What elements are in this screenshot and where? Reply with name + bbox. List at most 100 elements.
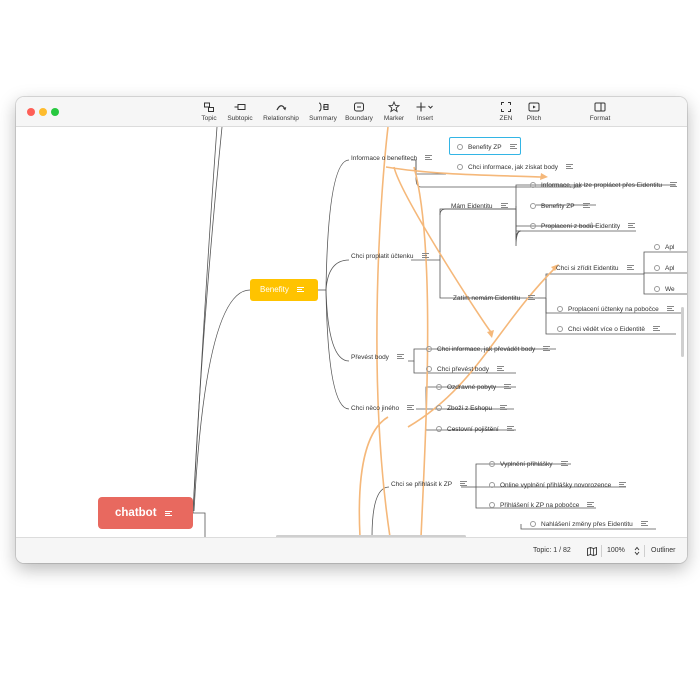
central-topic[interactable]: chatbot	[98, 497, 193, 529]
format-button[interactable]: Format	[588, 101, 612, 125]
collapse-dot-icon	[457, 144, 463, 150]
topic-ozdravne[interactable]: Ozdravné pobyty	[436, 383, 512, 392]
note-icon	[509, 144, 517, 149]
topic-label: Cestovní pojištění	[447, 426, 499, 433]
zoom-stepper-icon[interactable]	[634, 546, 640, 556]
note-icon	[407, 405, 415, 410]
collapse-dot-icon	[530, 521, 536, 527]
collapse-dot-icon	[530, 203, 536, 209]
note-icon	[460, 481, 468, 486]
note-icon	[506, 426, 514, 431]
note-icon	[421, 253, 429, 258]
note-icon	[560, 461, 568, 466]
topic-label: Benefity	[260, 285, 289, 294]
note-icon	[543, 346, 551, 351]
topic-label: Chci informace, jak získat body	[468, 164, 558, 171]
horizontal-scrollbar[interactable]	[276, 535, 466, 537]
zoom-level[interactable]: 100%	[607, 547, 625, 554]
topic-nahlaseni[interactable]: Nahlášení změny přes Eidentitu	[530, 520, 648, 529]
relationship-label: Relationship	[263, 115, 299, 122]
topic-benefity-zp[interactable]: Benefity ZP	[457, 143, 517, 152]
topic-prihlaseni-zp[interactable]: Přihlášení k ZP na pobočce	[489, 501, 595, 510]
boundary-icon	[354, 102, 364, 112]
topic-proplaceni-pobocce[interactable]: Proplacení účtenky na pobočce	[557, 305, 674, 314]
topic-label: Chci informace, jak převádět body	[437, 346, 536, 353]
note-icon	[619, 482, 627, 487]
topic-prevest-body[interactable]: Převést body	[351, 353, 404, 362]
minimize-window-button[interactable]	[39, 108, 47, 116]
collapse-dot-icon	[489, 461, 495, 467]
collapse-dot-icon	[530, 223, 536, 229]
subtopic-button[interactable]: Subtopic	[224, 101, 256, 125]
topic-online[interactable]: Online vyplnění přihlášky novorozence	[489, 481, 627, 490]
topic-informace[interactable]: Informace o benefitech	[351, 154, 433, 163]
collapse-dot-icon	[489, 482, 495, 488]
note-icon	[164, 511, 172, 516]
topic-cestovni[interactable]: Cestovní pojištění	[436, 425, 514, 434]
topic-zbozi[interactable]: Zboží z Eshopu	[436, 404, 508, 413]
summary-button[interactable]: Summary	[307, 101, 339, 125]
topic-label: Proplacení účtenky na pobočce	[568, 306, 659, 313]
format-label: Format	[589, 115, 611, 122]
topic-zatim-nemam[interactable]: Zatím nemám Eidentitu	[453, 294, 536, 303]
status-bar: Topic: 1 / 82 100% Outliner	[16, 537, 687, 563]
topic-label: Apl	[665, 265, 675, 272]
topic-label: Chci převést body	[437, 366, 490, 373]
toolbar: Topic Subtopic Relationship Summary	[16, 97, 687, 127]
topic-mam-eidentitu[interactable]: Mám Eidentitu	[451, 202, 508, 211]
topic-button[interactable]: Topic	[200, 101, 218, 125]
collapse-dot-icon	[654, 286, 660, 292]
topic-proplaceni-bodu[interactable]: Proplacení z bodů Eidentity	[530, 222, 636, 231]
pitch-button[interactable]: Pitch	[523, 101, 545, 125]
topic-label: Zatím nemám Eidentitu	[453, 295, 521, 302]
topic-label: Chci vědět více o Eidentitě	[568, 326, 645, 333]
note-icon	[500, 203, 508, 208]
insert-button[interactable]: Insert	[413, 101, 437, 125]
topic-label: Zboží z Eshopu	[447, 405, 493, 412]
note-icon	[666, 306, 674, 311]
topic-informace-proplacet[interactable]: Informace, jak lze proplácet přes Eident…	[530, 181, 678, 190]
central-topic-label: chatbot	[115, 507, 157, 519]
topic-vyplneni[interactable]: Vyplnění přihlášky	[489, 460, 568, 469]
topic-chci-informace-prevadet[interactable]: Chci informace, jak převádět body	[426, 345, 551, 354]
topic-label: Benefity ZP	[468, 144, 502, 151]
topic-we[interactable]: We	[654, 285, 675, 294]
topic-label: Online vyplnění přihlášky novorozence	[500, 482, 612, 489]
zen-button[interactable]: ZEN	[496, 101, 516, 125]
topic-apl-2[interactable]: Apl	[654, 264, 674, 273]
boundary-label: Boundary	[345, 115, 373, 122]
topic-chci-neco-jineho[interactable]: Chci něco jiného	[351, 404, 415, 413]
marker-button[interactable]: Marker	[380, 101, 408, 125]
collapse-dot-icon	[436, 426, 442, 432]
topic-label: Nahlášení změny přes Eidentitu	[541, 521, 633, 528]
note-icon	[626, 265, 634, 270]
collapse-dot-icon	[557, 306, 563, 312]
zen-icon	[501, 102, 511, 112]
topic-label: Chci něco jiného	[351, 405, 400, 412]
topic-chci-proplatit[interactable]: Chci proplatit účtenku	[351, 252, 429, 261]
boundary-button[interactable]: Boundary	[343, 101, 375, 125]
topic-chci-prevest[interactable]: Chci převést body	[426, 365, 505, 374]
topic-apl-1[interactable]: Apl	[654, 243, 674, 252]
relationship-button[interactable]: Relationship	[260, 101, 302, 125]
topic-benefity[interactable]: Benefity	[250, 279, 318, 301]
collapse-dot-icon	[436, 384, 442, 390]
connector-lines	[192, 127, 687, 537]
map-icon[interactable]	[587, 547, 597, 556]
note-icon	[640, 521, 648, 526]
collapse-dot-icon	[654, 265, 660, 271]
note-icon	[396, 354, 404, 359]
topic-label: Mám Eidentitu	[451, 203, 493, 210]
close-window-button[interactable]	[27, 108, 35, 116]
outliner-button[interactable]: Outliner	[651, 547, 676, 554]
topic-chci-informace-jak[interactable]: Chci informace, jak získat body	[457, 163, 573, 172]
vertical-scrollbar[interactable]	[681, 307, 684, 357]
topic-counter: Topic: 1 / 82	[533, 547, 571, 554]
topic-chci-zridit[interactable]: Chci si zřídit Eidentitu	[556, 264, 634, 273]
topic-chci-vedet[interactable]: Chci vědět více o Eidentitě	[557, 325, 660, 334]
zoom-window-button[interactable]	[51, 108, 59, 116]
topic-benefity-zp-2[interactable]: Benefity ZP	[530, 202, 590, 211]
topic-chci-prihlasit[interactable]: Chci se přihlásit k ZP	[391, 480, 468, 489]
star-icon	[388, 101, 400, 113]
mindmap-canvas[interactable]: Informace o benefitech Benefity ZP Chci …	[16, 127, 687, 537]
